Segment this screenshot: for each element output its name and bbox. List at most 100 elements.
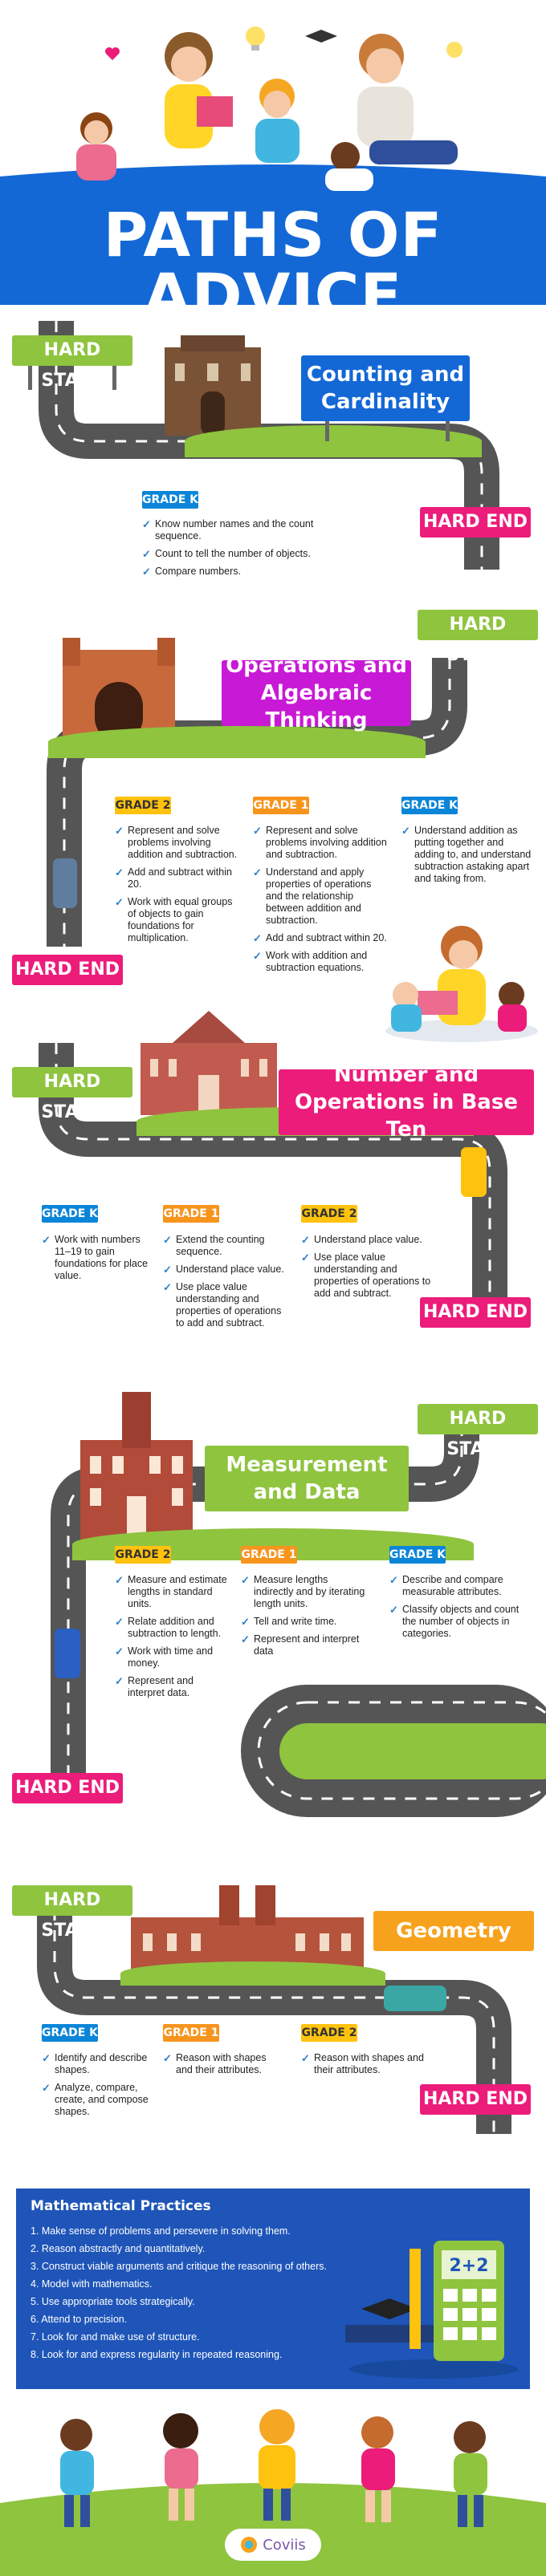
- practices-list: 1. Make sense of problems and persevere …: [31, 2222, 327, 2363]
- list-operations-k: ✓Understand addition as putting together…: [401, 825, 534, 890]
- list-item: ✓Identify and describe shapes.: [42, 2052, 148, 2075]
- hard-end-sign-3: HARD END: [420, 1297, 531, 1328]
- grade-2-label-3: GRADE 2: [301, 1205, 357, 1223]
- hard-start-sign-5: HARD START: [12, 1885, 132, 1941]
- lightbulb-icon-right: [446, 42, 462, 58]
- kid-4: [361, 2416, 395, 2522]
- list-item: 5. Use appropriate tools strategically.: [31, 2296, 195, 2307]
- list-item: ✓Compare numbers.: [142, 566, 241, 578]
- list-item: 3. Construct viable arguments and critiq…: [31, 2261, 327, 2272]
- hard-end-sign-5: HARD END: [420, 2084, 531, 2115]
- building-museum: [141, 1011, 277, 1115]
- graduation-cap-icon: [305, 30, 337, 43]
- grade-1-label-3: GRADE 1: [163, 1205, 219, 1223]
- car-grey: [53, 858, 77, 908]
- list-item: ✓Add and subtract within 20.: [115, 866, 232, 890]
- brand-name: Coviis: [263, 2536, 306, 2554]
- list-item: ✓Understand place value.: [301, 1234, 422, 1246]
- list-item: ✓Reason with shapes and their attributes…: [301, 2052, 424, 2075]
- grade-k-label-4: GRADE K: [389, 1546, 446, 1564]
- calculator-display: 2+2: [449, 2256, 488, 2276]
- list-geometry-1: ✓Reason with shapes and their attributes…: [163, 2052, 283, 2082]
- list-base-ten-1: ✓Extend the counting sequence. ✓Understa…: [163, 1234, 291, 1335]
- lightbulb-icon: [246, 26, 265, 51]
- list-item: 2. Reason abstractly and quantitatively.: [31, 2243, 206, 2254]
- kid-3: [259, 2409, 295, 2521]
- grass-2: [48, 726, 426, 758]
- list-base-ten-2: ✓Understand place value. ✓Use place valu…: [301, 1234, 434, 1305]
- list-measurement-k: ✓Describe and compare measurable attribu…: [389, 1574, 534, 1645]
- header-illustration: [0, 26, 546, 305]
- list-geometry-2: ✓Reason with shapes and their attributes…: [301, 2052, 430, 2082]
- road-loop: [241, 1685, 546, 1817]
- pencil-icon: [410, 2249, 421, 2349]
- list-item: ✓Know number names and the count sequenc…: [142, 518, 314, 542]
- brand-mark-icon: [241, 2537, 258, 2553]
- practices-heading: Mathematical Practices: [31, 2198, 211, 2214]
- list-item: ✓Work with time and money.: [115, 1645, 214, 1669]
- grade-k-label-2: GRADE K: [401, 797, 458, 814]
- list-item: 6. Attend to precision.: [31, 2314, 128, 2325]
- list-item: ✓Work with numbers 11–19 to gain foundat…: [42, 1234, 149, 1281]
- list-item: 1. Make sense of problems and persevere …: [31, 2225, 291, 2237]
- header-blue-band: [0, 164, 546, 305]
- list-base-ten-k: ✓Work with numbers 11–19 to gain foundat…: [42, 1234, 158, 1288]
- mother-figure: [165, 32, 233, 148]
- grade-k-label-5: GRADE K: [42, 2024, 98, 2042]
- heading-geometry: Geometry: [373, 1911, 534, 1951]
- list-item: ✓Represent and solve problems involving …: [115, 825, 238, 860]
- list-measurement-1: ✓Measure lengths indirectly and by itera…: [241, 1574, 369, 1663]
- grade-2-label-4: GRADE 2: [115, 1546, 171, 1564]
- list-item: 7. Look for and make use of structure.: [31, 2331, 200, 2343]
- list-item: ✓Add and subtract within 20.: [253, 932, 387, 944]
- list-item: ✓Understand place value.: [163, 1264, 284, 1276]
- car-blue: [55, 1629, 80, 1678]
- list-item: ✓Relate addition and subtraction to leng…: [115, 1616, 222, 1639]
- hard-end-sign-2: HARD END: [12, 955, 123, 985]
- kid-2: [163, 2413, 198, 2521]
- list-item: ✓Understand addition as putting together…: [401, 825, 532, 884]
- graduation-cap-icon: [361, 2298, 418, 2319]
- grade-1-label-2: GRADE 1: [253, 797, 309, 814]
- heading-counting-cardinality: Counting and Cardinality: [301, 355, 470, 421]
- hard-start-sign-4: HARD START: [418, 1404, 538, 1459]
- list-item: ✓Measure and estimate lengths in standar…: [115, 1574, 227, 1609]
- grade-k-label-3: GRADE K: [42, 1205, 98, 1223]
- building-tower: [80, 1392, 193, 1544]
- mathematical-practices-panel: Mathematical Practices 1. Make sense of …: [16, 2189, 530, 2389]
- building-arch: [63, 638, 175, 742]
- list-item: ✓Classify objects and count the number o…: [389, 1604, 520, 1639]
- child-girl-right: [325, 142, 373, 191]
- list-item: ✓Describe and compare measurable attribu…: [389, 1574, 503, 1597]
- hard-start-sign-1: HARD START: [12, 335, 132, 391]
- list-item: ✓Measure lengths indirectly and by itera…: [241, 1574, 365, 1609]
- brand-logo: Coviis: [225, 2529, 321, 2561]
- hard-end-sign-4: HARD END: [12, 1773, 123, 1803]
- list-item: ✓Work with equal groups of objects to ga…: [115, 896, 233, 943]
- list-item: ✓Count to tell the number of objects.: [142, 548, 311, 560]
- list-item: ✓Work with addition and subtraction equa…: [253, 950, 368, 973]
- list-item: ✓Use place value understanding and prope…: [163, 1281, 282, 1329]
- grade-1-label-4: GRADE 1: [241, 1546, 297, 1564]
- list-item: ✓Tell and write time.: [241, 1616, 337, 1628]
- child-boy-center: [255, 79, 299, 163]
- list-item: ✓Reason with shapes and their attributes…: [163, 2052, 267, 2075]
- list-item: ✓Use place value understanding and prope…: [301, 1251, 431, 1299]
- list-item: 8. Look for and express regularity in re…: [31, 2349, 283, 2360]
- list-item: ✓Extend the counting sequence.: [163, 1234, 265, 1257]
- list-operations-2: ✓Represent and solve problems involving …: [115, 825, 242, 950]
- kid-1: [60, 2419, 94, 2527]
- building-rijksmuseum: [131, 1885, 364, 1970]
- car-teal: [384, 1986, 446, 2011]
- list-item: ✓Analyze, compare, create, and compose s…: [42, 2082, 149, 2117]
- heading-operations-algebraic: Operations and Algebraic Thinking: [222, 654, 411, 732]
- list-geometry-k: ✓Identify and describe shapes. ✓Analyze,…: [42, 2052, 158, 2124]
- math-tools-illustration: 2+2: [345, 2241, 518, 2379]
- list-item: 4. Model with mathematics.: [31, 2278, 153, 2290]
- child-girl-left: [76, 112, 116, 181]
- list-item: ✓Represent and interpret data: [241, 1633, 360, 1657]
- grass-5: [120, 1961, 385, 1986]
- grade-k-label-1: GRADE K: [142, 491, 198, 509]
- list-measurement-2: ✓Measure and estimate lengths in standar…: [115, 1574, 231, 1705]
